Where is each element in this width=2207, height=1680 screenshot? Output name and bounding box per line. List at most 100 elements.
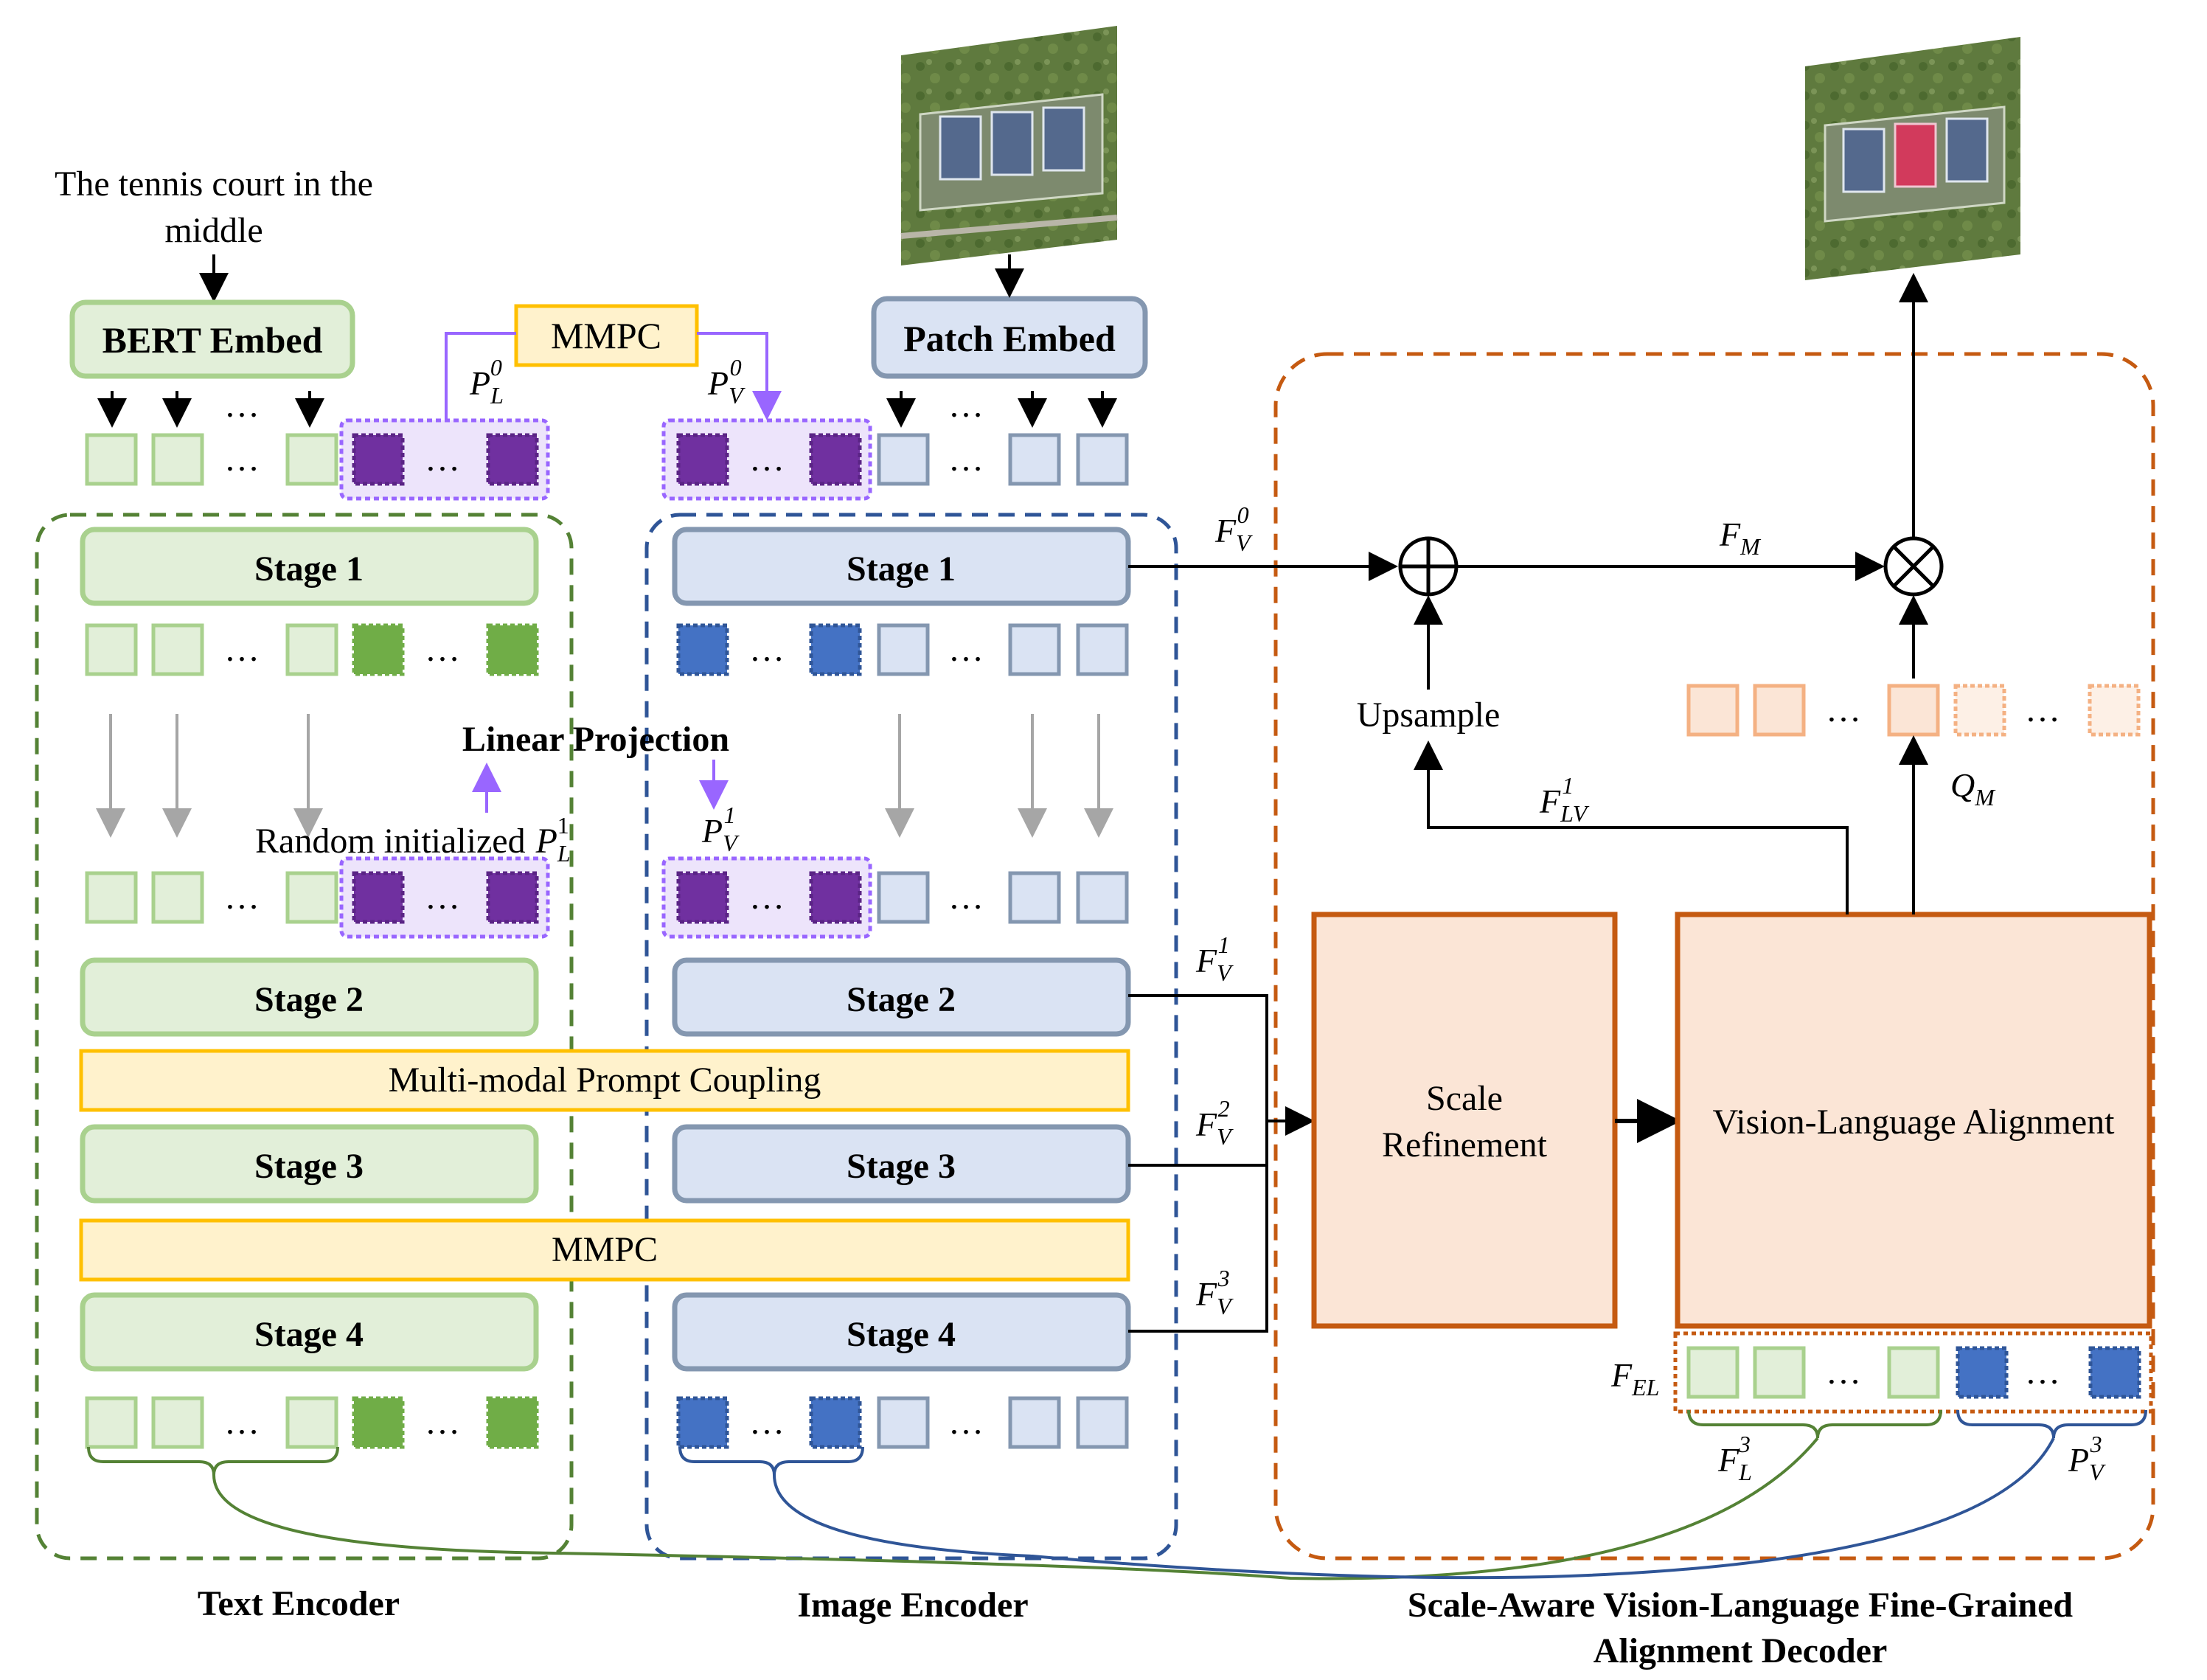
image-row-3-token — [1076, 871, 1129, 924]
text-row-1-token — [85, 433, 138, 486]
image-row-3-prompt-ellipsis: … — [749, 878, 785, 917]
scale-refinement-label-2: Refinement — [1382, 1125, 1548, 1164]
text-stage-1-block — [80, 527, 539, 606]
mmpc-link-right — [697, 332, 782, 420]
text-stage-3-block — [80, 1124, 539, 1204]
image-row-1-token — [1076, 433, 1129, 486]
text-encoder-container — [35, 513, 574, 1561]
text-row-3-prompt-ellipsis: … — [425, 878, 460, 917]
text-stage-4-block — [80, 1292, 539, 1372]
mmpc-bar-label: MMPC — [552, 1230, 658, 1269]
text-feature-curve — [212, 1437, 1819, 1580]
f-el-frame — [1673, 1331, 2153, 1414]
label-p-l0: PL0 — [469, 354, 504, 409]
image-row-2-token — [1076, 623, 1129, 676]
text-row-4-token — [151, 1396, 204, 1449]
label-f-el: FEL — [1610, 1356, 1659, 1400]
text-row-2-token — [151, 623, 204, 676]
vision-language-alignment-label: Vision-Language Alignment — [1712, 1103, 2115, 1142]
text-row-2-prompt-ellipsis: … — [425, 630, 460, 669]
line-fv1 — [1128, 994, 1268, 1121]
scale-refinement-block — [1311, 912, 1618, 1329]
mmpc-link-left — [445, 332, 516, 420]
image-row-3-token — [877, 871, 930, 924]
image-stage-3-label: Stage 3 — [847, 1147, 956, 1186]
label-p-v0: PV0 — [707, 354, 745, 409]
line-flv1 — [1414, 740, 1849, 914]
f-el-image-ellipsis: … — [2025, 1353, 2060, 1392]
text-stage-2-block — [80, 957, 539, 1037]
input-aerial-image — [900, 26, 1118, 265]
text-row-3-ellipsis: … — [224, 878, 260, 917]
linear-projection-label: Linear Projection — [462, 720, 729, 759]
image-row-4-prompt-ellipsis: … — [749, 1403, 785, 1442]
patch-embed-block — [871, 296, 1148, 379]
image-stage-4-label: Stage 4 — [847, 1315, 956, 1354]
image-feature-curve — [773, 1437, 2055, 1580]
text-row-3-prompt-token — [486, 871, 539, 924]
image-row-1-token — [1008, 433, 1061, 486]
text-row-2-prompt-token — [352, 623, 405, 676]
f-el-text-token — [1686, 1346, 1739, 1399]
multi-modal-prompt-coupling-bar — [79, 1049, 1130, 1112]
f-el-text-ellipsis: … — [1826, 1353, 1861, 1392]
label-f-v1: FV1 — [1195, 931, 1234, 986]
token-rows: …………………………………………………… — [85, 418, 2153, 1449]
text-row-1-prompt-token — [486, 433, 539, 486]
query-ellipsis: … — [1826, 690, 1861, 729]
text-row-3-prompt-token — [352, 871, 405, 924]
image-row-2-ellipsis: … — [948, 630, 984, 669]
image-row-1-token — [877, 433, 930, 486]
image-row-1-ellipsis: … — [948, 440, 984, 479]
f-el-text-token — [1753, 1346, 1806, 1399]
text-row-2-ellipsis: … — [224, 630, 260, 669]
image-row-3-prompt-token — [676, 871, 729, 924]
query-token — [1887, 684, 1940, 737]
text-row-4-prompt-token — [352, 1396, 405, 1449]
text-row-4-prompt-token — [486, 1396, 539, 1449]
label-q-m: QM — [1950, 766, 1996, 811]
mmpc-bar — [79, 1218, 1130, 1282]
image-row-4-prompt-token — [809, 1396, 862, 1449]
patch-embed-label: Patch Embed — [903, 318, 1116, 359]
f-el-image-token — [2088, 1346, 2141, 1399]
decoder-container — [1273, 352, 2155, 1561]
product-node — [1883, 536, 1944, 597]
label-p-v1: PV1 — [701, 802, 740, 856]
image-row-4-token — [1076, 1396, 1129, 1449]
text-encoder-caption: Text Encoder — [198, 1584, 400, 1623]
bert-embed-label: BERT Embed — [102, 319, 323, 361]
bert-embed-block — [69, 299, 355, 379]
text-row-1-token — [151, 433, 204, 486]
text-stage-4-label: Stage 4 — [254, 1315, 364, 1354]
label-f-lv1: FLV1 — [1539, 772, 1590, 827]
text-row-3-token — [85, 871, 138, 924]
text-stage-2-label: Stage 2 — [254, 980, 364, 1019]
text-row-1-ellipsis: … — [224, 440, 260, 479]
gray-arrows — [96, 714, 1113, 838]
patch-arrow-ellipsis: … — [948, 386, 984, 425]
label-f-l3: FL3 — [1717, 1431, 1752, 1485]
label-f-m: FM — [1719, 516, 1762, 560]
sum-node — [1398, 536, 1459, 597]
image-row-3-prompt-token — [809, 871, 862, 924]
bert-arrow-ellipsis: … — [224, 386, 260, 425]
decoder-caption-line2: Alignment Decoder — [1593, 1631, 1888, 1670]
text-row-4-token — [285, 1396, 338, 1449]
query-faded-ellipsis: … — [2025, 690, 2060, 729]
mmpc-top-label: MMPC — [551, 315, 661, 356]
image-row-1-prompt-token — [809, 433, 862, 486]
vision-language-alignment-block — [1675, 912, 2152, 1329]
query-text-line1: The tennis court in the — [55, 164, 373, 204]
image-row-2-token — [1008, 623, 1061, 676]
image-row-2-token — [877, 623, 930, 676]
label-f-v3: FV3 — [1195, 1265, 1234, 1319]
text-row-2-token — [85, 623, 138, 676]
image-row-3-token — [1008, 871, 1061, 924]
text-row-3-token — [151, 871, 204, 924]
image-row-1-prompt-token — [676, 433, 729, 486]
image-stage-2-label: Stage 2 — [847, 980, 956, 1019]
text-row-3-token — [285, 871, 338, 924]
text-row-1-prompt-ellipsis: … — [425, 440, 460, 479]
